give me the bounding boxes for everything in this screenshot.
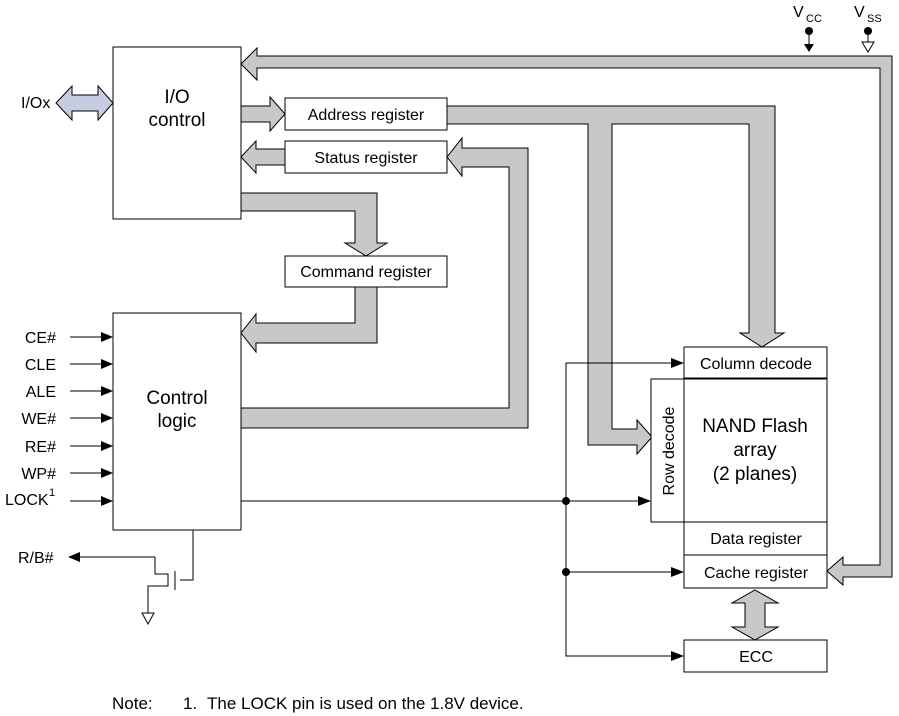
bus-logic-to-status: [240, 136, 529, 429]
address-register-block: [284, 97, 448, 131]
cache-register-label: Cache register: [704, 565, 809, 582]
nand-array-label-line1: NAND Flash: [702, 416, 808, 437]
bus-status-to-io: [240, 139, 286, 175]
control-wires: [241, 358, 684, 661]
note-number: 1.: [183, 694, 197, 713]
cle-signal-label: CLE: [25, 357, 56, 374]
io-bidirectional-arrow: [55, 84, 114, 122]
bus-io-to-command: [240, 192, 389, 257]
data-register-block: [683, 521, 828, 556]
input-signal-arrows: [70, 332, 113, 506]
note-label: Note:: [112, 694, 153, 713]
io-signal-label: I/Ox: [21, 95, 50, 112]
re-signal-label: RE#: [25, 439, 56, 456]
bus-command-to-logic: [240, 286, 378, 354]
we-signal-label: WE#: [21, 411, 56, 428]
control-logic-block: [112, 312, 242, 531]
lock-footnote-mark: 1: [49, 487, 55, 499]
cache-register-block: [683, 554, 828, 589]
command-register-label: Command register: [300, 264, 432, 281]
vcc-pin: V CC: [793, 4, 822, 52]
vss-pin: V SS: [854, 4, 882, 53]
address-register-label: Address register: [308, 107, 425, 124]
bus-address-to-decoders: [446, 105, 786, 456]
control-logic-label-line2: logic: [157, 411, 196, 432]
bus-cache-ecc: [730, 589, 780, 641]
vcc-subscript: CC: [806, 13, 822, 25]
vcc-label: V: [793, 4, 804, 21]
row-decode-block: [650, 378, 686, 523]
rb-open-drain: [68, 530, 194, 626]
nand-array-label-line3: (2 planes): [713, 464, 798, 485]
row-decode-label: Row decode: [661, 406, 678, 495]
io-control-block: [112, 46, 242, 220]
io-control-label-line2: control: [148, 110, 205, 131]
rb-signal-label: R/B#: [18, 550, 54, 567]
nand-flash-array-block: [683, 378, 828, 523]
ce-signal-label: CE#: [25, 330, 56, 347]
control-logic-label-line1: Control: [146, 388, 207, 409]
nand-array-label-line2: array: [733, 440, 777, 461]
lock-signal-label: LOCK: [5, 492, 49, 509]
vss-label: V: [854, 4, 865, 21]
ecc-block: [683, 639, 828, 673]
column-decode-label: Column decode: [700, 356, 812, 373]
io-control-label-line1: I/O: [164, 87, 189, 108]
column-decode-block: [683, 346, 828, 379]
ecc-label: ECC: [739, 649, 773, 666]
note-text: The LOCK pin is used on the 1.8V device.: [207, 694, 524, 713]
wp-signal-label: WP#: [21, 466, 56, 483]
status-register-block: [284, 140, 448, 174]
command-register-block: [284, 255, 448, 288]
bus-io-to-address: [240, 95, 286, 133]
ale-signal-label: ALE: [26, 384, 56, 401]
vss-subscript: SS: [867, 13, 882, 25]
status-register-label: Status register: [314, 150, 418, 167]
data-register-label: Data register: [710, 531, 802, 548]
